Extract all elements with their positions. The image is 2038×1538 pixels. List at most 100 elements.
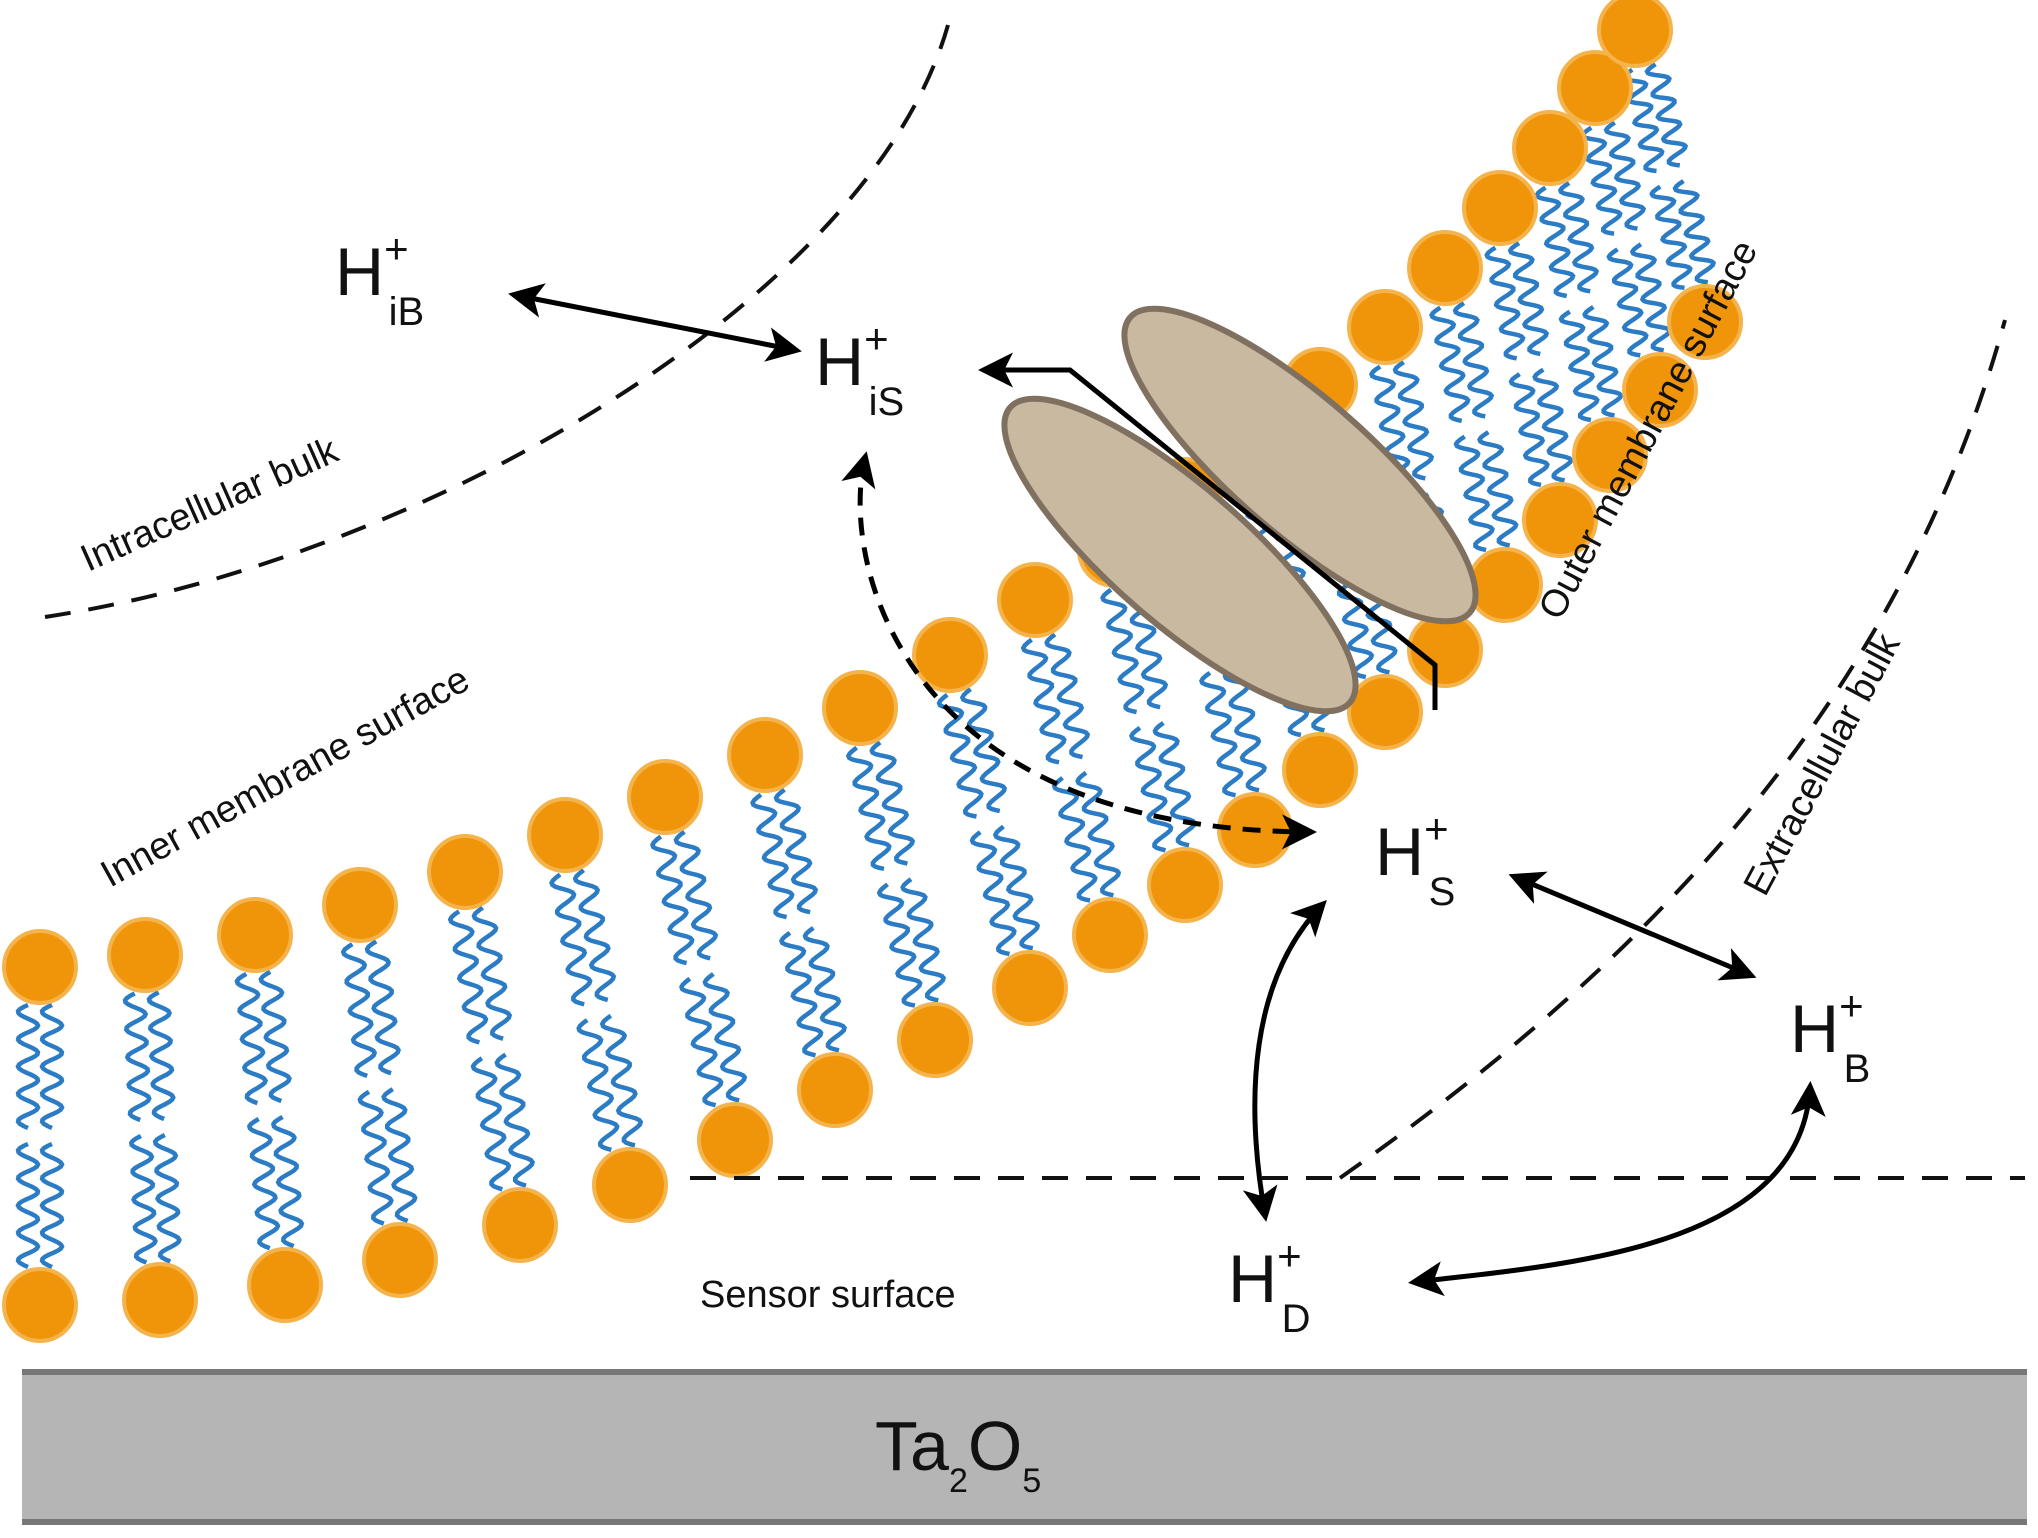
lipid-tail: [470, 1056, 512, 1192]
lipid-head-outer: [897, 1002, 973, 1078]
lipid-tail: [876, 882, 923, 1008]
proton-intracellular-surface: H+iS: [815, 315, 904, 424]
lipid-tail: [750, 792, 795, 920]
lipid-tail: [1199, 671, 1244, 798]
lipid-tail: [128, 1133, 158, 1265]
lipid-head-outer: [797, 1052, 873, 1128]
lipid-head-inner: [727, 717, 803, 793]
lipid-tail: [936, 693, 984, 819]
lipid-tail: [1603, 120, 1647, 231]
lipid-tail: [773, 787, 819, 915]
lipid-tail: [152, 1133, 182, 1264]
lipid-head-inner: [2, 929, 78, 1005]
arrow-s-d: [1242, 899, 1327, 1222]
substrate-bar: [22, 1372, 2027, 1522]
substrate-label: Ta2O5: [875, 1407, 1041, 1500]
lipid-tail: [650, 834, 695, 966]
lipid-head-outer: [2, 1267, 78, 1343]
proton-extracellular-surface: H+S: [1375, 805, 1455, 914]
lipid-head-outer: [1072, 897, 1148, 973]
lipid-tail: [364, 939, 401, 1076]
lipid-tail: [779, 931, 824, 1058]
lipid-tail: [494, 1052, 535, 1188]
lipid-head-inner: [107, 917, 183, 993]
lipid-head-inner: [997, 562, 1073, 638]
intracellular-bulk-boundary: [44, 24, 950, 619]
lipid-tail: [1508, 372, 1550, 488]
proton-sensor-surface: H+D: [1228, 1232, 1311, 1341]
lipid-tail: [1484, 245, 1526, 361]
proton-intracellular-bulk: H+iB: [335, 225, 424, 334]
lipid-tail: [1152, 721, 1197, 848]
lipid-tail: [146, 990, 176, 1122]
lipid-tail: [381, 1087, 418, 1224]
lipid-head-outer: [247, 1247, 323, 1323]
lipid-tail: [1453, 434, 1495, 553]
ta2o5-substrate: Ta2O5: [22, 1369, 2027, 1525]
lipid-head-inner: [1512, 110, 1588, 186]
lipid-tail: [15, 1002, 41, 1131]
lipid-tail: [340, 942, 378, 1079]
inner-membrane-surface-label: Inner membrane surface: [94, 658, 476, 895]
lipid-tail: [1051, 776, 1098, 903]
lipid-tail: [1075, 770, 1122, 898]
lipid-tail: [702, 972, 748, 1103]
lipid-head-outer: [1572, 417, 1648, 493]
lipid-head-outer: [992, 950, 1068, 1026]
extracellular-bulk-label: Extracellular bulk: [1736, 626, 1909, 902]
lipid-tail: [679, 976, 724, 1108]
proton-extracellular-bulk: H+B: [1790, 982, 1870, 1091]
intracellular-bulk-label: Intracellular bulk: [75, 429, 346, 580]
lipid-head-inner: [1462, 170, 1538, 246]
lipid-tail: [39, 1141, 65, 1270]
lipid-tail: [599, 1013, 644, 1148]
lipid-tail: [15, 1141, 41, 1270]
lipid-head-outer: [122, 1262, 198, 1338]
arrow-ib-is: [508, 283, 802, 362]
lipid-head-outer: [482, 1187, 558, 1263]
sensor-surface-label: Sensor surface: [700, 1274, 956, 1316]
lipid-tail: [992, 824, 1041, 951]
lipid-tail: [1582, 305, 1624, 418]
lipid-tail: [1649, 184, 1693, 291]
lipid-tail: [845, 745, 892, 872]
lipid-tail: [1534, 185, 1576, 299]
lipid-head-inner: [322, 867, 398, 943]
lipid-tail: [1557, 181, 1600, 294]
lipid-tail: [802, 926, 847, 1053]
lipid-tail: [234, 971, 269, 1106]
lipid-tail: [673, 829, 719, 961]
lipid-head-outer: [592, 1147, 668, 1223]
lipid-tail: [39, 1002, 65, 1131]
lipid-tail: [1580, 125, 1623, 236]
lipid-head-outer: [1667, 284, 1743, 360]
arrow-surface-diffusion: [841, 451, 1317, 850]
lipid-tail: [1606, 247, 1649, 358]
lipid-head-inner: [1407, 230, 1483, 306]
lipid-tail: [1044, 632, 1091, 760]
lipid-tail: [1429, 305, 1471, 424]
lipid-bilayer: [2, 0, 1743, 1343]
lipid-tail: [258, 969, 292, 1104]
lipid-tail: [270, 1114, 305, 1249]
lipid-tail: [246, 1117, 281, 1251]
lipid-head-outer: [1147, 847, 1223, 923]
lipid-tail: [357, 1089, 394, 1226]
lipid-tail: [869, 740, 916, 866]
lipid-head-outer: [1347, 674, 1423, 750]
lipid-tail: [1558, 309, 1600, 423]
lipid-tail: [900, 877, 946, 1003]
lipid-head-inner: [1557, 50, 1633, 126]
arrow-s-b: [1508, 871, 1757, 981]
lipid-head-inner: [527, 797, 603, 873]
lipid-head-outer: [1282, 732, 1358, 808]
lipid-tail: [1621, 67, 1665, 174]
proton-transport-arrows: [508, 283, 1826, 1297]
lipid-head-inner: [1347, 289, 1423, 365]
lipid-head-inner: [912, 617, 988, 693]
lipid-tail: [1532, 367, 1574, 483]
lipid-head-inner: [217, 897, 293, 973]
lipid-tail: [1672, 179, 1717, 285]
